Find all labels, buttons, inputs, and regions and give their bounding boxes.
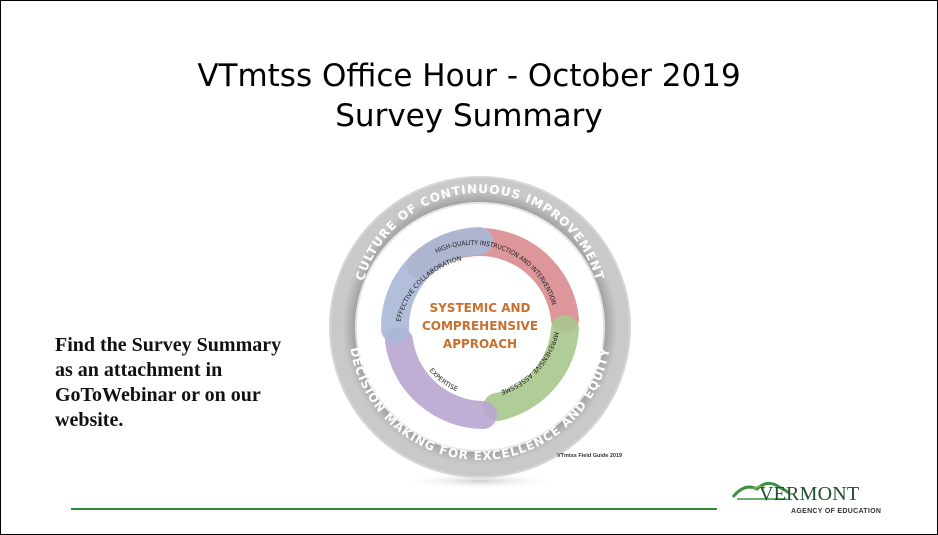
vermont-aoe-logo: VERMONT AGENCY OF EDUCATION [731,479,901,523]
center-text-line-3: APPROACH [443,337,517,351]
outer-ring [330,177,630,477]
mountain-icon [731,481,791,500]
title-line-1: VTmtss Office Hour - October 2019 [197,58,741,94]
graphic-caption: VTmtss Field Guide 2019 [557,453,622,459]
footer-divider [71,508,717,510]
vtmtss-framework-graphic: CULTURE OF CONTINUOUS IMPROVEMENT DECISI… [329,169,631,489]
center-text-line-1: SYSTEMIC AND [429,301,530,315]
slide-title: VTmtss Office Hour - October 2019 Survey… [1,56,937,136]
segment-purple [385,327,497,429]
segment-green [483,315,579,421]
segment-blue [380,227,493,343]
survey-summary-note: Find the Survey Summary as an attachment… [55,334,282,431]
graphic-shadow [400,473,560,489]
logo-name: VERMONT [759,483,860,505]
logo-agency: AGENCY OF EDUCATION [791,508,882,515]
title-line-2: Survey Summary [335,98,603,134]
center-disc [420,267,540,387]
center-text-line-2: COMPREHENSIVE [422,319,538,333]
